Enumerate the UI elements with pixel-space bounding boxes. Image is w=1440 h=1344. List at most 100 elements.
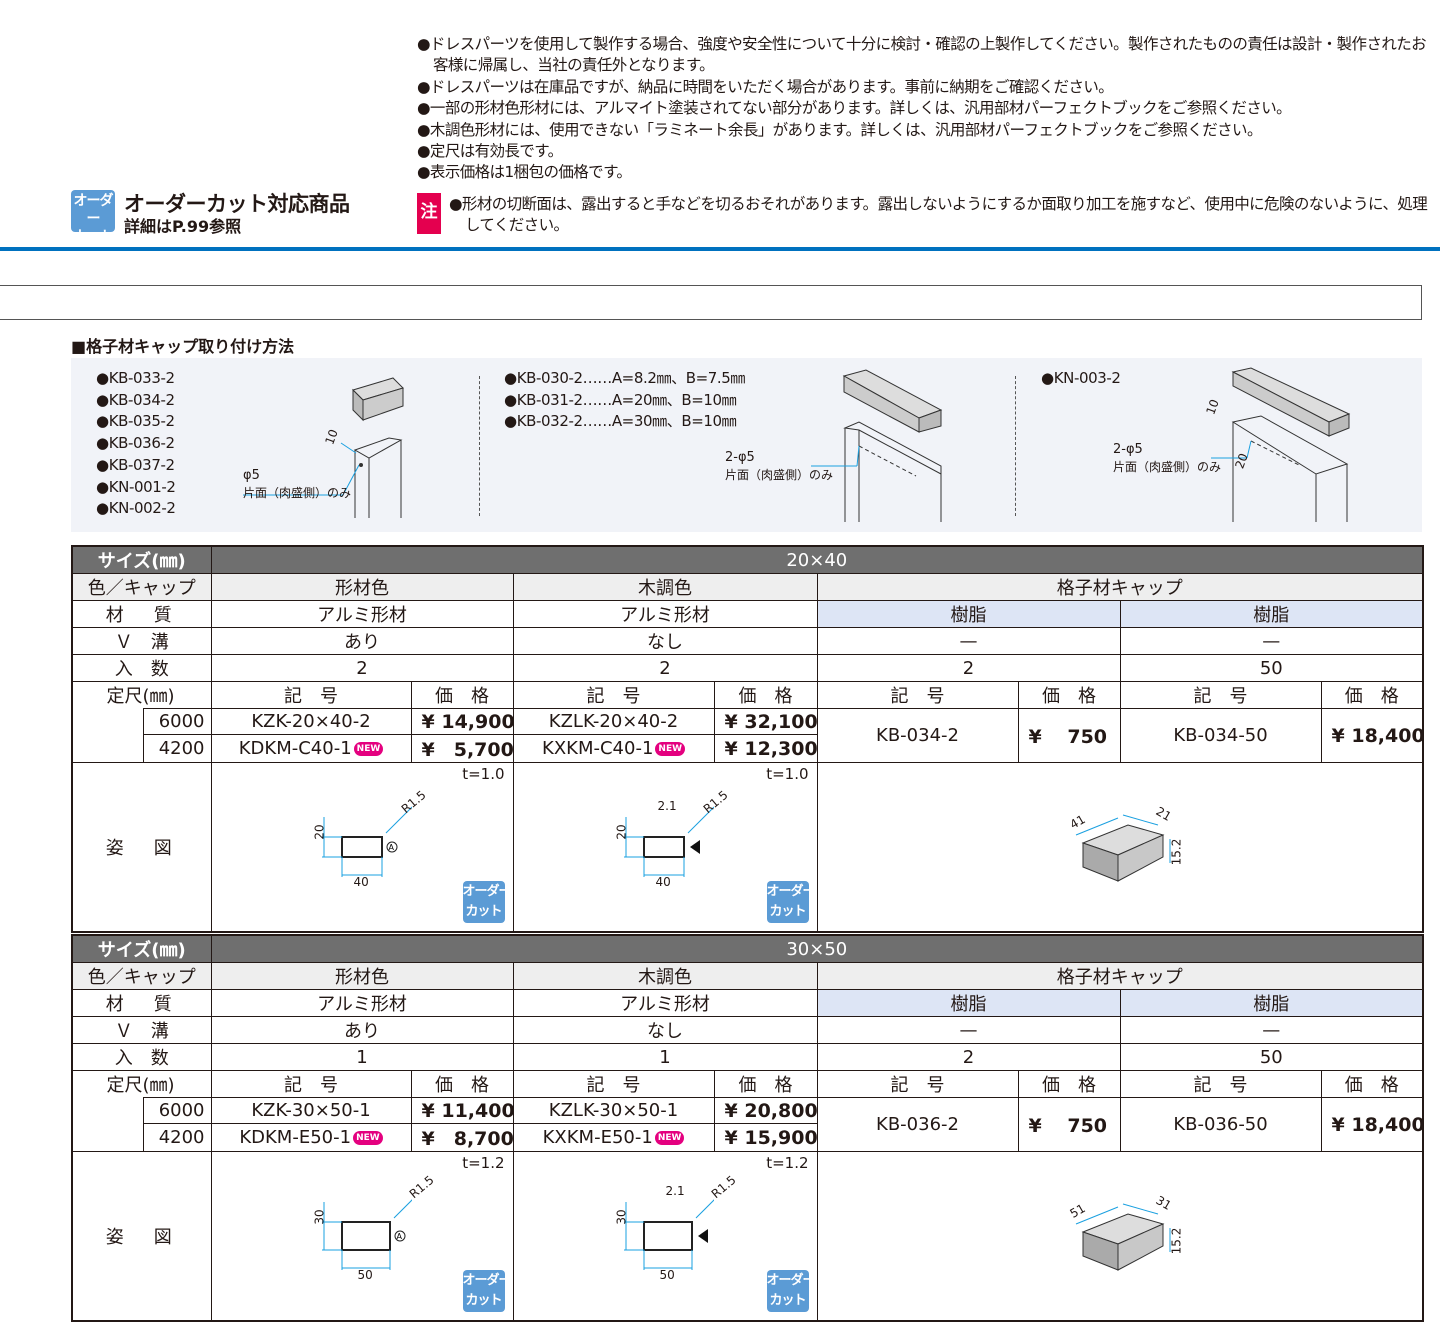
cap-height-dim: 15.2 <box>1168 1227 1183 1255</box>
label-code: 記 号 <box>210 1070 412 1098</box>
spec-table: サイズ(㎜)20×40 色／キャップ形材色木調色格子材キャップ 材 質アルミ形材… <box>71 545 1425 933</box>
width-dim: 50 <box>357 1268 373 1282</box>
vgroove-value: なし <box>512 1016 818 1044</box>
empty-box <box>0 285 1422 320</box>
caution-mark: 注 <box>417 193 441 234</box>
groove-dim: 2.1 <box>657 799 677 813</box>
code-text: KZLK-30×50-1 <box>548 1100 679 1121</box>
part-item: ●KN-003-2 <box>1041 369 1121 387</box>
label-code: 記 号 <box>1119 681 1322 709</box>
label-price: 価 格 <box>713 681 818 709</box>
thickness: t=1.0 <box>462 765 505 783</box>
section-title: ■格子材キャップ取り付け方法 <box>71 337 295 356</box>
cap-price: ¥ 18,400 <box>1320 1097 1424 1152</box>
label-price: 価 格 <box>410 1070 514 1098</box>
material-value: 樹脂 <box>1119 989 1424 1017</box>
profile-diagram <box>623 1199 714 1270</box>
new-badge: NEW <box>353 742 384 756</box>
part-item: ●KB-033-2 <box>96 369 175 387</box>
badge-text: カット <box>465 1293 503 1308</box>
label-color: 色／キャップ <box>71 573 212 601</box>
group1-list: ●KB-033-2 ●KB-034-2 ●KB-035-2 ●KB-036-2 … <box>96 368 176 520</box>
material-value: アルミ形材 <box>512 600 818 628</box>
product-price: ¥ 5,700 <box>410 734 514 763</box>
height-dim: 20 <box>614 824 629 840</box>
qty-value: 1 <box>512 1043 818 1071</box>
part-item: ●KB-030-2……A=8.2㎜、B=7.5㎜ <box>504 369 746 387</box>
material-value: 樹脂 <box>816 989 1121 1017</box>
figure-cell: 41 21 15.2 <box>816 762 1424 933</box>
badge-text: オーダー <box>73 193 114 227</box>
order-cut-badge: オーダーカット <box>462 1270 512 1312</box>
svg-text:A: A <box>396 1232 402 1241</box>
order-cut-reference: 詳細はP.99参照 <box>124 217 242 236</box>
vgroove-value: — <box>1119 1016 1424 1044</box>
label-length: 定尺(㎜) <box>71 681 212 709</box>
groove-dim: 2.1 <box>665 1184 685 1198</box>
profile-diagram: A <box>321 806 412 877</box>
vgroove-value: — <box>816 627 1121 655</box>
color-value: 形材色 <box>210 962 514 990</box>
qty-value: 2 <box>816 654 1121 682</box>
group2-list: ●KB-030-2……A=8.2㎜、B=7.5㎜ ●KB-031-2……A=20… <box>504 368 745 433</box>
group2-diagram <box>811 369 943 522</box>
size-row: サイズ(㎜)20×40 <box>71 545 1424 574</box>
cap-diagram <box>1075 1203 1171 1271</box>
length-value: 6000 <box>142 708 212 735</box>
qty-value: 50 <box>1119 654 1424 682</box>
group3-diagram <box>1211 367 1351 522</box>
code-text: KZLK-20×40-2 <box>548 711 679 732</box>
label-qty: 入 数 <box>71 654 212 682</box>
material-row: 材 質アルミ形材アルミ形材樹脂樹脂 <box>71 989 1424 1017</box>
order-cut-title: オーダーカット対応商品 <box>124 192 350 216</box>
label-code: 記 号 <box>1119 1070 1322 1098</box>
notes-list: ●ドレスパーツを使用して製作する場合、強度や安全性について十分に検討・確認の上製… <box>417 34 1427 184</box>
hole-label: 2-φ5 <box>1113 442 1143 457</box>
product-code: KZK-30×50-1 <box>210 1097 412 1124</box>
material-value: アルミ形材 <box>512 989 818 1017</box>
label-code: 記 号 <box>210 681 412 709</box>
hole-note: 片面（肉盛側）のみ <box>725 468 834 482</box>
color-value: 格子材キャップ <box>816 962 1424 990</box>
vgroove-value: あり <box>210 627 514 655</box>
blank <box>71 708 144 735</box>
color-value: 形材色 <box>210 573 514 601</box>
label-price: 価 格 <box>410 681 514 709</box>
order-cut-badge: オーダーカット <box>766 1270 816 1312</box>
label-color: 色／キャップ <box>71 962 212 990</box>
color-value: 格子材キャップ <box>816 573 1424 601</box>
qty-value: 2 <box>816 1043 1121 1071</box>
product-price: ¥ 32,100 <box>713 708 818 735</box>
order-cut-badge: オーダー カット <box>71 190 115 245</box>
product-price: ¥ 8,700 <box>410 1123 514 1152</box>
product-code: KZK-20×40-2 <box>210 708 412 735</box>
color-row: 色／キャップ形材色木調色格子材キャップ <box>71 962 1424 990</box>
label-price: 価 格 <box>1320 681 1424 709</box>
width-dim: 40 <box>655 875 671 889</box>
part-item: ●KN-002-2 <box>96 499 176 518</box>
cap-price: ¥ 750 <box>1017 708 1121 763</box>
part-item: ●KB-031-2……A=20㎜、B=10㎜ <box>504 390 737 409</box>
material-value: 樹脂 <box>816 600 1121 628</box>
label-code: 記 号 <box>816 1070 1019 1098</box>
cap-code: KB-036-50 <box>1119 1097 1322 1152</box>
badge-text: オーダー <box>766 1273 816 1288</box>
vgroove-value: — <box>1119 627 1424 655</box>
label-vgroove: Ｖ 溝 <box>71 1016 212 1044</box>
blank <box>71 734 144 763</box>
part-item: ●KB-032-2……A=30㎜、B=10㎜ <box>504 412 737 431</box>
qty-value: 2 <box>512 654 818 682</box>
svg-text:A: A <box>388 843 394 852</box>
blank <box>71 1097 144 1124</box>
code-text: KZK-30×50-1 <box>251 1100 371 1121</box>
label-size: サイズ(㎜) <box>71 545 212 574</box>
